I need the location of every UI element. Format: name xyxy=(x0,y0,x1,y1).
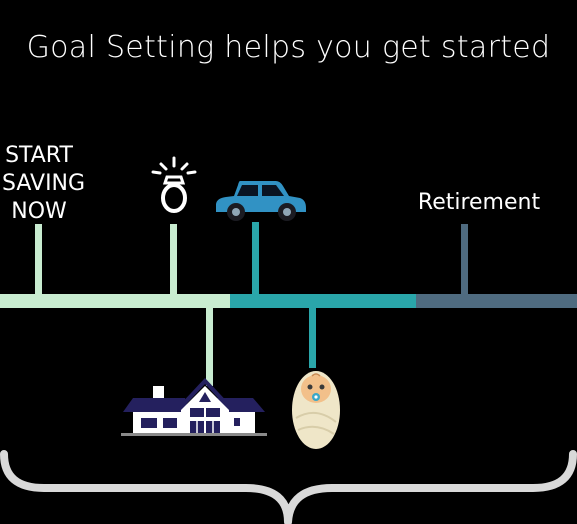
retirement-pole xyxy=(461,224,468,296)
start-pole xyxy=(35,224,42,296)
slide-title: Goal Setting helps you get started xyxy=(26,30,551,65)
start-label-line-1: START xyxy=(5,143,73,168)
car-pole xyxy=(252,222,259,296)
timeline-segment-light xyxy=(0,294,230,308)
car-icon xyxy=(216,181,306,221)
start-saving-now-label: START SAVING NOW xyxy=(2,142,86,226)
start-label-line-3: NOW xyxy=(11,199,67,224)
house-pole xyxy=(206,306,213,386)
timeline-segment-teal xyxy=(230,294,416,308)
timeline-segment-slate xyxy=(416,294,577,308)
start-label-line-2: SAVING xyxy=(2,171,86,196)
house-icon xyxy=(121,378,267,436)
brace-shape xyxy=(0,450,577,524)
retirement-label: Retirement xyxy=(417,190,541,215)
baby-pole xyxy=(309,306,316,368)
ring-pole xyxy=(170,224,177,296)
ring-icon xyxy=(151,156,197,213)
baby-icon xyxy=(292,371,340,449)
